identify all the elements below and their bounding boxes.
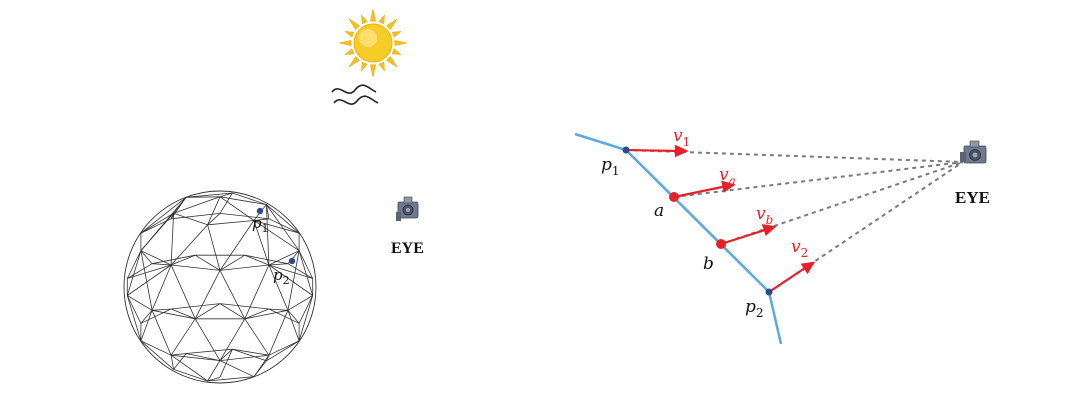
sun-icon [338, 8, 408, 78]
label-a: a [654, 201, 664, 221]
sphere-mesh [123, 190, 317, 384]
label-vb: vb [756, 204, 773, 227]
vertex-p2 [765, 288, 773, 296]
label-va: va [719, 165, 736, 188]
label-b: b [703, 254, 714, 274]
label-p2: p2 [745, 297, 764, 320]
surface-edge [574, 132, 783, 345]
label-p2-left: p2 [273, 266, 290, 287]
vertex-p1-left [256, 207, 264, 215]
camera-icon [960, 140, 987, 164]
label-v2: v2 [791, 237, 808, 260]
direction-vectors [625, 144, 816, 293]
camera-icon [396, 196, 419, 221]
eye-label-left: EYE [391, 240, 424, 257]
view-rays [625, 149, 964, 293]
label-v1: v1 [673, 126, 690, 149]
label-p1-left: p1 [252, 214, 269, 235]
point-b [716, 239, 726, 249]
label-p1: p1 [601, 155, 620, 178]
eye-label-right: EYE [955, 188, 990, 207]
vertex-p1 [622, 146, 630, 154]
wavy-light-icon [331, 84, 379, 105]
vertex-p2-left [288, 257, 296, 265]
point-a [669, 192, 679, 202]
